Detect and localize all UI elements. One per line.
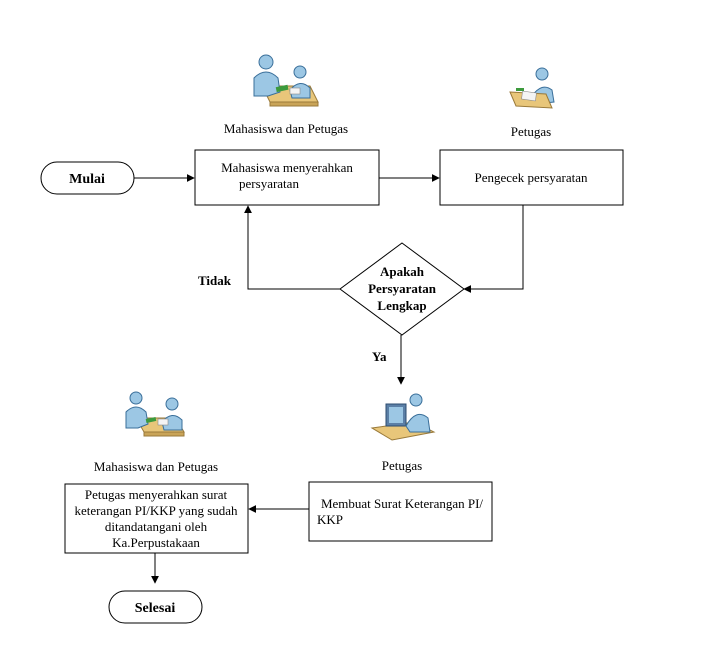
end-label: Selesai [135,601,176,616]
actor-label-top-right: Petugas [511,124,551,139]
two-people-desk-icon [253,54,319,107]
submit-label-line-2: persyaratan [239,176,299,191]
hand-over-label-line-3: ditandatangani oleh [105,519,208,534]
check-label: Pengecek persyaratan [475,170,588,185]
start-terminal [40,161,135,195]
make-letter-label-line-1: Membuat Surat Keterangan PI/ [321,496,483,511]
submit-label-line-1: Mahasiswa menyerahkan [221,160,353,175]
actor-label-mid-right: Petugas [382,458,422,473]
officer-computer-icon [370,393,436,441]
make-letter-label-line-2: KKP [317,512,343,527]
hand-over-label-line-1: Petugas menyerahkan surat [85,487,228,502]
edge-label-yes: Ya [372,349,387,364]
actor-label-top-left: Mahasiswa dan Petugas [224,121,348,136]
end-terminal [108,590,203,624]
process-check-box [439,149,624,206]
process-hand-over-box [64,483,249,554]
actor-label-bottom-left: Mahasiswa dan Petugas [94,459,218,474]
start-label: Mulai [69,172,105,187]
two-people-desk-icon [125,391,185,437]
officer-desk-icon [509,67,555,109]
edge-decision-no [244,205,340,290]
hand-over-label-line-4: Ka.Perpustakaan [112,535,200,550]
decision-label-line-1: Apakah [380,264,425,279]
hand-over-label-line-2: keterangan PI/KKP yang sudah [74,503,238,518]
decision-diamond [339,242,465,336]
edge-label-no: Tidak [198,273,232,288]
edge-check-to-decision [463,205,524,293]
decision-label-line-2: Persyaratan [368,281,437,296]
decision-label-line-3: Lengkap [377,298,426,313]
process-submit-box [194,149,380,206]
process-make-letter-box [308,481,493,542]
